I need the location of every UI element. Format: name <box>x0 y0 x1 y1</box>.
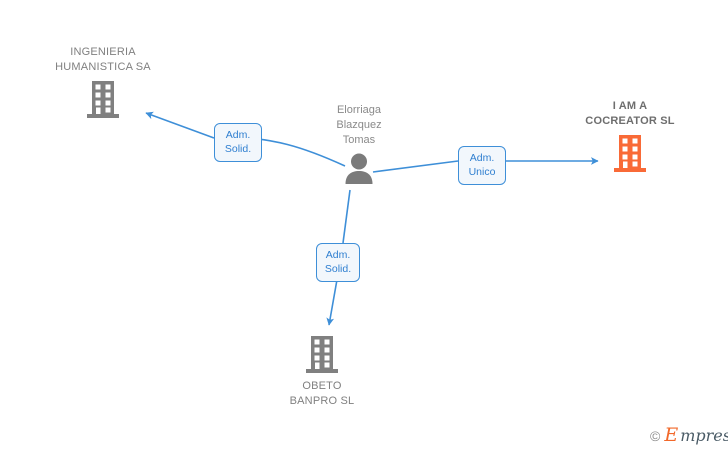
node-i-am-a-cocreator[interactable]: I AM A COCREATOR SL <box>545 99 715 173</box>
node-label-i-am-a-cocreator: I AM A COCREATOR SL <box>585 100 675 127</box>
edge-label-adm-solid-obeto[interactable]: Adm. Solid. <box>316 243 360 282</box>
node-label-elorriaga-blazquez-tomas: Elorriaga Blazquez Tomas <box>336 104 382 146</box>
edge-label-adm-unico-cocreator[interactable]: Adm. Unico <box>458 146 506 185</box>
edge-label-adm-solid-ingenieria[interactable]: Adm. Solid. <box>214 123 262 162</box>
empresia-watermark: © E mpresia <box>650 426 728 445</box>
brand-initial: E <box>664 424 679 446</box>
node-label-ingenieria-humanistica: INGENIERIA HUMANISTICA SA <box>55 46 151 73</box>
edge-line-adm-solid-ingenieria-head <box>145 111 215 139</box>
building-icon <box>87 81 119 118</box>
edge-line-adm-solid-obeto <box>342 189 351 244</box>
building-icon <box>614 135 646 172</box>
edge-line-adm-unico-cocreator <box>372 160 459 173</box>
node-ingenieria-humanistica[interactable]: INGENIERIA HUMANISTICA SA <box>18 45 188 119</box>
edge-line-adm-solid-obeto-head <box>326 273 339 326</box>
building-icon <box>306 336 338 373</box>
person-icon <box>345 153 373 184</box>
brand-name: mpresia <box>680 425 728 445</box>
copyright-icon: © <box>650 427 661 444</box>
node-obeto-banpro[interactable]: OBETO BANPRO SL <box>237 334 407 409</box>
node-label-obeto-banpro: OBETO BANPRO SL <box>289 380 355 407</box>
node-elorriaga-blazquez-tomas[interactable]: Elorriaga Blazquez Tomas <box>274 103 444 184</box>
